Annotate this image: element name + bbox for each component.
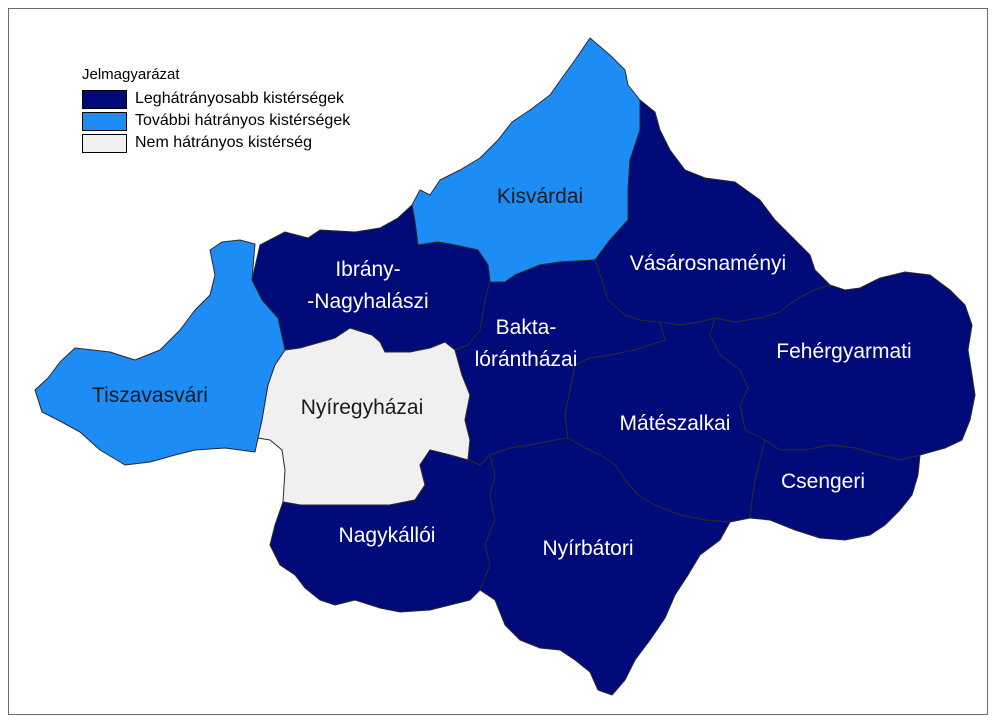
region-label-tiszavasvari: Tiszavasvári bbox=[92, 384, 208, 407]
region-label-mateszalkai: Mátészalkai bbox=[620, 412, 731, 435]
legend-swatch bbox=[82, 133, 127, 153]
region-label-nyirbatori: Nyírbátori bbox=[542, 537, 633, 560]
legend-label: Leghátrányosabb kistérségek bbox=[135, 90, 345, 107]
legend-title: Jelmagyarázat bbox=[82, 66, 180, 83]
region-label-line: Tiszavasvári bbox=[92, 384, 208, 407]
region-label-line: Csengeri bbox=[781, 470, 865, 493]
region-label-line: Kisvárdai bbox=[497, 185, 583, 208]
legend-swatch bbox=[82, 89, 127, 109]
region-label-nyiregyhazai: Nyíregyházai bbox=[301, 396, 424, 419]
region-label-fehergyarmati: Fehérgyarmati bbox=[776, 340, 911, 363]
region-label-line: Ibrány- bbox=[335, 258, 400, 281]
legend-label: Nem hátrányos kistérség bbox=[135, 134, 312, 151]
region-label-line: Bakta- bbox=[496, 316, 557, 339]
region-label-line: Mátészalkai bbox=[620, 412, 731, 435]
region-label-nagykalloi: Nagykállói bbox=[339, 524, 436, 547]
legend-item-most-disadvantaged: Leghátrányosabb kistérségek bbox=[82, 88, 442, 110]
region-label-line: Nagykállói bbox=[339, 524, 436, 547]
legend-item-disadvantaged: További hátrányos kistérségek bbox=[82, 110, 442, 132]
region-label-line: Vásárosnaményi bbox=[630, 252, 786, 275]
region-tiszavasvari[interactable] bbox=[34, 239, 286, 466]
legend-label: További hátrányos kistérségek bbox=[135, 112, 351, 129]
legend-item-not-disadvantaged: Nem hátrányos kistérség bbox=[82, 132, 442, 154]
region-label-line: Nyírbátori bbox=[542, 537, 633, 560]
legend-swatch bbox=[82, 111, 127, 131]
region-label-vasarosnamenyi: Vásárosnaményi bbox=[630, 252, 786, 275]
region-label-line: -Nagyhalászi bbox=[307, 290, 428, 313]
region-label-ibrany: Ibrány- -Nagyhalászi bbox=[307, 258, 428, 313]
region-csengeri[interactable] bbox=[749, 439, 921, 541]
legend: Jelmagyarázat Leghátrányosabb kistérsége… bbox=[82, 66, 442, 154]
region-label-line: lórántházai bbox=[475, 348, 578, 371]
region-nyirbatori[interactable] bbox=[479, 437, 731, 696]
region-label-csengeri: Csengeri bbox=[781, 470, 865, 493]
region-label-line: Nyíregyházai bbox=[301, 396, 424, 419]
region-label-baktaloranthazai: Bakta-lórántházai bbox=[475, 316, 578, 371]
region-label-line: Fehérgyarmati bbox=[776, 340, 911, 363]
region-label-kisvardai: Kisvárdai bbox=[497, 185, 583, 208]
